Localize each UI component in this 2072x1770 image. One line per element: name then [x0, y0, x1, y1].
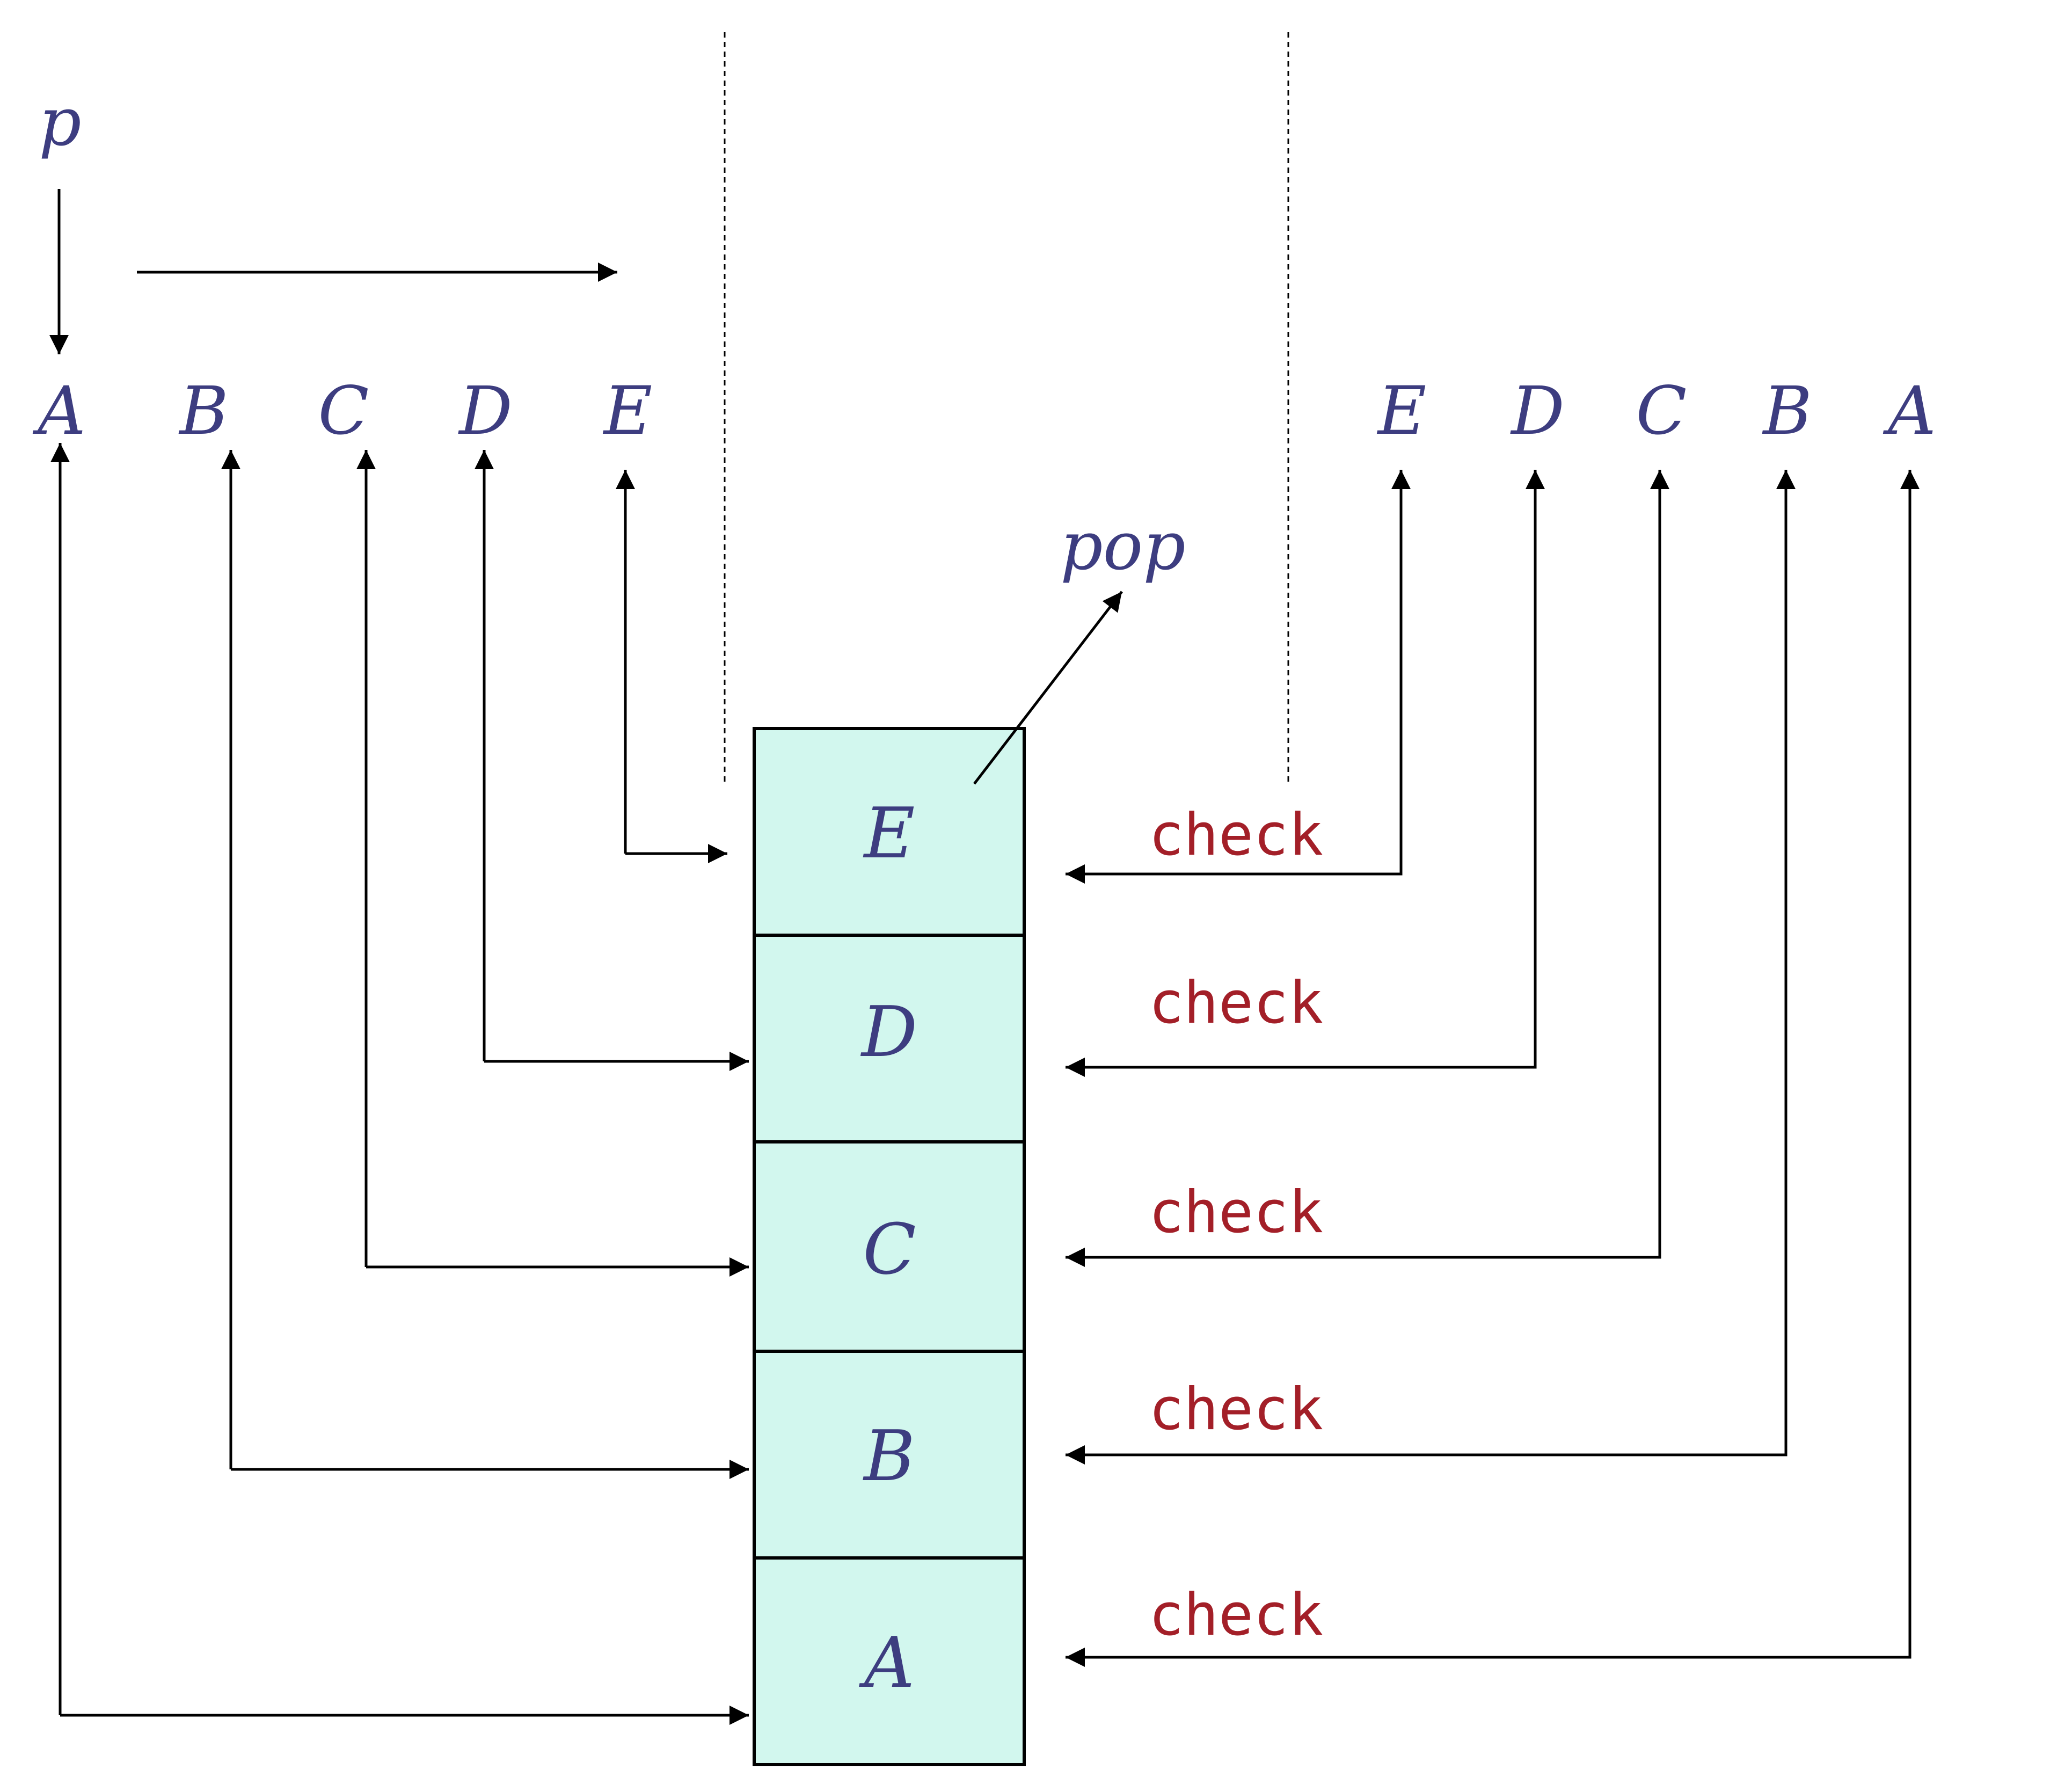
check-label-b: check: [1149, 1376, 1323, 1443]
input-sequence: A B C D E: [32, 373, 652, 450]
reversed-label-c: C: [1636, 373, 1687, 450]
stack-cell-e-label: E: [863, 792, 915, 874]
input-label-d: D: [458, 373, 512, 450]
pop-arrow: [973, 591, 1123, 785]
pointer-label: p: [39, 84, 81, 161]
reversed-label-b: B: [1762, 373, 1812, 450]
input-label-c: C: [318, 373, 369, 450]
input-label-a: A: [32, 373, 86, 450]
input-label-e: E: [603, 373, 653, 450]
stack-cell-a-label: A: [859, 1622, 915, 1703]
stack-cell-e: [753, 727, 1026, 937]
check-arrow-a: [1066, 470, 1912, 1667]
check-arrow-b: [1066, 470, 1788, 1465]
check-label-c: check: [1149, 1179, 1323, 1246]
reversed-sequence: E D C B A: [1377, 373, 1936, 450]
push-arrows: [50, 443, 749, 1725]
check-label-d: check: [1149, 970, 1323, 1037]
check-label-a: check: [1149, 1582, 1323, 1649]
stack-cell-d: [753, 934, 1026, 1143]
stack-cell-b-label: B: [863, 1415, 915, 1497]
check-arrows: [1066, 470, 1920, 1667]
input-label-b: B: [178, 373, 228, 450]
stack: E D C B A: [753, 727, 1026, 1766]
reversed-label-d: D: [1510, 373, 1564, 450]
check-labels: check check check check check: [1149, 802, 1323, 1649]
pop-label: pop: [1060, 508, 1185, 585]
stack-cell-c-label: C: [863, 1208, 916, 1290]
stack-cell-a: [753, 1556, 1026, 1766]
stack-cell-d-label: D: [860, 991, 917, 1073]
reversed-label-a: A: [1883, 373, 1936, 450]
stack-cell-c: [753, 1140, 1026, 1353]
reversed-label-e: E: [1377, 373, 1427, 450]
stack-cell-b: [753, 1350, 1026, 1560]
check-label-e: check: [1149, 802, 1323, 869]
